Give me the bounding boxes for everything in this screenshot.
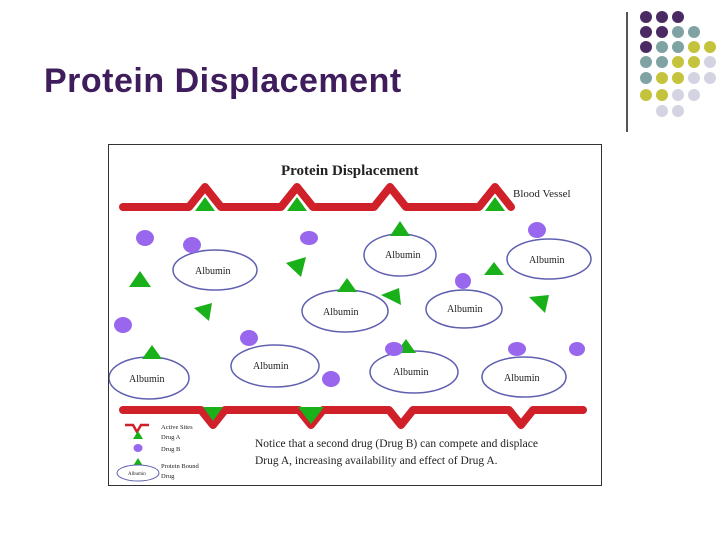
decor-dot — [640, 72, 652, 84]
title-divider — [626, 12, 628, 132]
decor-dot — [656, 11, 668, 23]
vessel-wall-top — [119, 183, 515, 211]
legend-drug-a-icon — [133, 431, 143, 439]
decor-dot — [640, 26, 652, 38]
drug-b — [240, 330, 258, 346]
drug-a-bound — [287, 197, 307, 211]
drug-a-on-albumin — [337, 278, 357, 292]
decor-dot — [640, 56, 652, 68]
drug-b — [183, 237, 201, 253]
drug-a-on-albumin — [390, 221, 410, 236]
decor-dot — [672, 105, 684, 117]
notice-line-1: Notice that a second drug (Drug B) can c… — [255, 438, 538, 450]
albumin-label: Albumin — [447, 304, 483, 315]
albumin — [172, 249, 258, 291]
decor-dot — [672, 41, 684, 53]
drug-b — [569, 342, 585, 356]
decor-dot — [704, 41, 716, 53]
drug-a-on-albumin — [142, 345, 162, 359]
albumin-label: Albumin — [393, 367, 429, 378]
decor-dot — [640, 89, 652, 101]
diagram-title: Protein Displacement — [281, 163, 419, 179]
albumin-label: Albumin — [529, 255, 565, 266]
decor-dot — [688, 26, 700, 38]
decor-dot — [688, 41, 700, 53]
protein-displacement-diagram: Protein Displacement Blood Vessel Albumi… — [108, 144, 602, 486]
drug-a-free — [129, 271, 151, 287]
legend-drug-b: Drug B — [161, 446, 181, 453]
vessel-label: Blood Vessel — [513, 188, 571, 200]
decor-dot — [656, 72, 668, 84]
decor-dot — [640, 41, 652, 53]
albumin-label: Albumin — [195, 266, 231, 277]
albumin — [481, 356, 567, 398]
albumin — [230, 344, 320, 388]
drug-b — [114, 317, 132, 333]
diagram-canvas: Protein Displacement Blood Vessel Albumi… — [109, 163, 592, 482]
decor-dot — [656, 105, 668, 117]
legend-albumin-small: Albumin — [128, 472, 146, 477]
drug-a-bound — [195, 197, 215, 211]
decor-dot — [688, 56, 700, 68]
legend-drug-a: Drug A — [161, 434, 181, 441]
legend-protein-bound-drug-icon — [133, 458, 143, 466]
drug-a-bound — [203, 407, 223, 421]
decor-dot — [688, 72, 700, 84]
drug-b — [385, 342, 403, 356]
decor-dot — [704, 56, 716, 68]
decor-dot — [704, 72, 716, 84]
albumin-label: Albumin — [504, 373, 540, 384]
drug-a-free — [194, 303, 212, 321]
legend-active-site-icon — [125, 423, 149, 435]
vessel-wall-bottom — [119, 406, 587, 429]
drug-b — [136, 230, 154, 246]
legend-albumin-icon — [116, 464, 160, 482]
notice-line-2: Drug A, increasing availability and effe… — [255, 455, 498, 467]
slide-title: Protein Displacement — [44, 62, 402, 100]
albumin-label: Albumin — [129, 374, 165, 385]
drug-b — [300, 231, 318, 245]
albumin-label: Albumin — [323, 307, 359, 318]
drug-a-free — [381, 288, 401, 305]
decor-dot — [656, 41, 668, 53]
decor-dot — [672, 26, 684, 38]
drug-b — [508, 342, 526, 356]
drug-a-bound — [485, 197, 505, 211]
drug-a-bound — [298, 407, 324, 424]
drug-b — [528, 222, 546, 238]
legend-protein-bound-1: Protein Bound — [161, 463, 199, 470]
drug-b — [455, 273, 471, 289]
decor-dot — [656, 56, 668, 68]
albumin — [506, 238, 592, 280]
drug-a-free — [484, 262, 504, 275]
decor-dot — [672, 11, 684, 23]
albumin-label: Albumin — [253, 361, 289, 372]
decor-dot — [656, 26, 668, 38]
decor-dot — [656, 89, 668, 101]
decor-dot — [640, 11, 652, 23]
legend-drug-b-icon — [133, 444, 143, 452]
drug-a-free — [529, 295, 549, 313]
decor-dot — [688, 89, 700, 101]
albumin — [425, 289, 503, 329]
decor-dot — [672, 72, 684, 84]
drug-b — [322, 371, 340, 387]
legend-protein-bound-2: Drug — [161, 473, 175, 480]
decor-dot — [672, 56, 684, 68]
decor-dot — [672, 89, 684, 101]
albumin-label: Albumin — [385, 250, 421, 261]
legend-active-sites: Active Sites — [161, 424, 193, 431]
drug-a-free — [286, 257, 306, 277]
